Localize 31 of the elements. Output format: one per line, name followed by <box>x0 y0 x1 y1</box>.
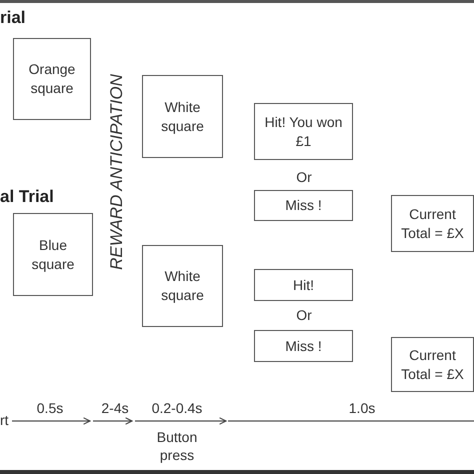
duration-label: 2-4s <box>100 400 130 416</box>
stimulus-box <box>254 190 353 221</box>
stimulus-box <box>142 245 223 327</box>
or-label: Or <box>295 307 313 323</box>
box-text: White square <box>160 267 205 305</box>
stimulus-box <box>13 38 91 120</box>
stimulus-box <box>391 195 474 252</box>
duration-label: 1.0s <box>348 400 376 416</box>
box-text: Orange square <box>28 60 76 98</box>
box-text: Hit! You won £1 <box>264 112 344 150</box>
box-text: Miss ! <box>285 336 322 356</box>
timeline-label: rt <box>0 412 10 428</box>
stimulus-box <box>391 337 474 392</box>
event-label: Button press <box>156 428 198 464</box>
box-text: White square <box>160 98 205 136</box>
stimulus-box <box>254 269 353 301</box>
duration-label: 0.5s <box>36 400 64 416</box>
box-text: Miss ! <box>285 196 322 215</box>
box-text: Current Total = £X <box>400 204 465 242</box>
box-text: Hit! <box>293 276 314 294</box>
trial-heading: rial <box>0 8 27 28</box>
stimulus-box <box>254 103 353 160</box>
trial-heading: al Trial <box>0 187 55 207</box>
stimulus-box <box>13 213 93 296</box>
stimulus-box <box>142 75 223 158</box>
or-label: Or <box>295 169 313 185</box>
phase-label: REWARD ANTICIPATION <box>107 74 127 270</box>
box-text: Current Total = £X <box>400 346 465 384</box>
stimulus-box <box>254 330 353 362</box>
box-text: Blue square <box>30 236 76 274</box>
duration-label: 0.2-0.4s <box>150 400 204 416</box>
